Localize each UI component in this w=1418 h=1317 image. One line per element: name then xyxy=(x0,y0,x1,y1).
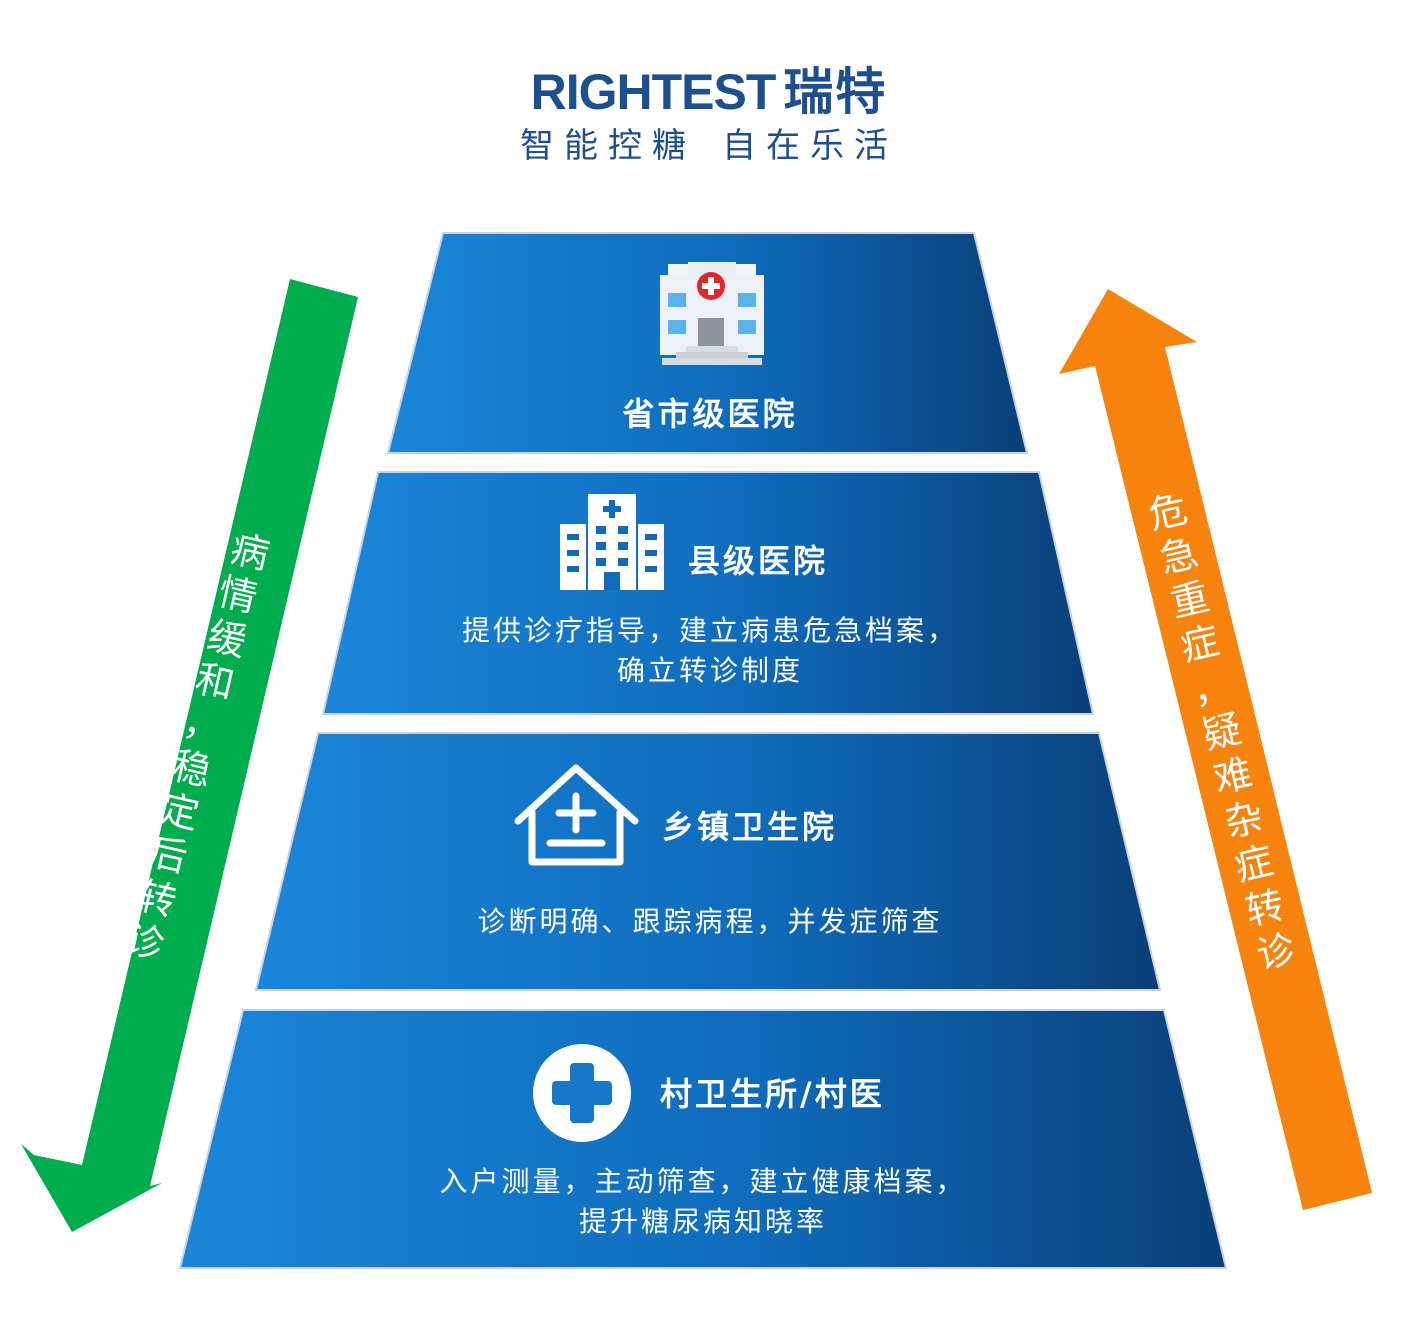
tier-4-title: 村卫生所/村医 xyxy=(660,1075,885,1113)
tier-3-description: 诊断明确、跟踪病程，并发症筛查 xyxy=(410,902,1010,942)
tier-1-title: 省市级医院 xyxy=(622,395,798,433)
up-label-char: 急 xyxy=(1155,530,1203,582)
up-label-char: 症 xyxy=(1230,838,1278,890)
up-label-char: 杂 xyxy=(1220,794,1268,846)
down-label-char: ， xyxy=(179,699,227,752)
tier-2-title: 县级医院 xyxy=(688,542,829,580)
hospital-building-icon xyxy=(660,262,764,365)
up-label-char: ， xyxy=(1187,662,1235,714)
tier-4-desc-line-1: 入户测量，主动筛查，建立健康档案， xyxy=(439,1165,967,1198)
down-label-char: 转 xyxy=(133,872,181,925)
up-label-char: 转 xyxy=(1241,882,1289,934)
tier-4-desc-line-2: 提升糖尿病知晓率 xyxy=(578,1205,827,1238)
up-arrow-shape xyxy=(1059,289,1372,1210)
medical-cross-circle-icon xyxy=(533,1044,631,1142)
clinic-house-icon xyxy=(514,764,639,866)
up-label-char: 危 xyxy=(1144,486,1192,538)
tier-3-title: 乡镇卫生院 xyxy=(662,808,838,846)
down-label-char: 稳 xyxy=(168,742,216,795)
brand-slogan: 智能控糖自在乐活 xyxy=(0,118,1418,167)
tier-2-desc-line-1: 提供诊疗指导，建立病患危急档案， xyxy=(461,614,958,647)
down-label-char: 缓 xyxy=(203,612,251,665)
up-label-char: 症 xyxy=(1176,618,1224,670)
tier-3-shape xyxy=(254,732,1162,991)
down-label-char: 诊 xyxy=(121,916,169,968)
tier-4-description: 入户测量，主动筛查，建立健康档案， 提升糖尿病知晓率 xyxy=(398,1162,1008,1242)
brand-name-cn: 瑞特 xyxy=(783,63,888,121)
up-label-char: 重 xyxy=(1166,574,1214,626)
down-arrow-shape xyxy=(21,279,358,1232)
slogan-part-1: 智能控糖 xyxy=(520,126,696,166)
tier-3-desc-line-1: 诊断明确、跟踪病程，并发症筛查 xyxy=(477,905,943,938)
tier-2-desc-line-2: 确立转诊制度 xyxy=(616,654,803,687)
brand-name-latin: RIGHTEST xyxy=(530,64,777,120)
city-hospital-icon xyxy=(560,494,664,590)
tier-2-shape xyxy=(321,471,1095,715)
tier-4-shape xyxy=(178,1009,1228,1269)
up-label-char: 难 xyxy=(1209,750,1257,802)
up-label-char: 诊 xyxy=(1252,926,1300,978)
tier-2-description: 提供诊疗指导，建立病患危急档案， 确立转诊制度 xyxy=(410,611,1010,691)
up-label-char: 疑 xyxy=(1198,706,1246,758)
down-label-char: 情 xyxy=(214,569,262,622)
down-label-char: 后 xyxy=(144,829,192,882)
slogan-part-2: 自在乐活 xyxy=(722,126,898,166)
